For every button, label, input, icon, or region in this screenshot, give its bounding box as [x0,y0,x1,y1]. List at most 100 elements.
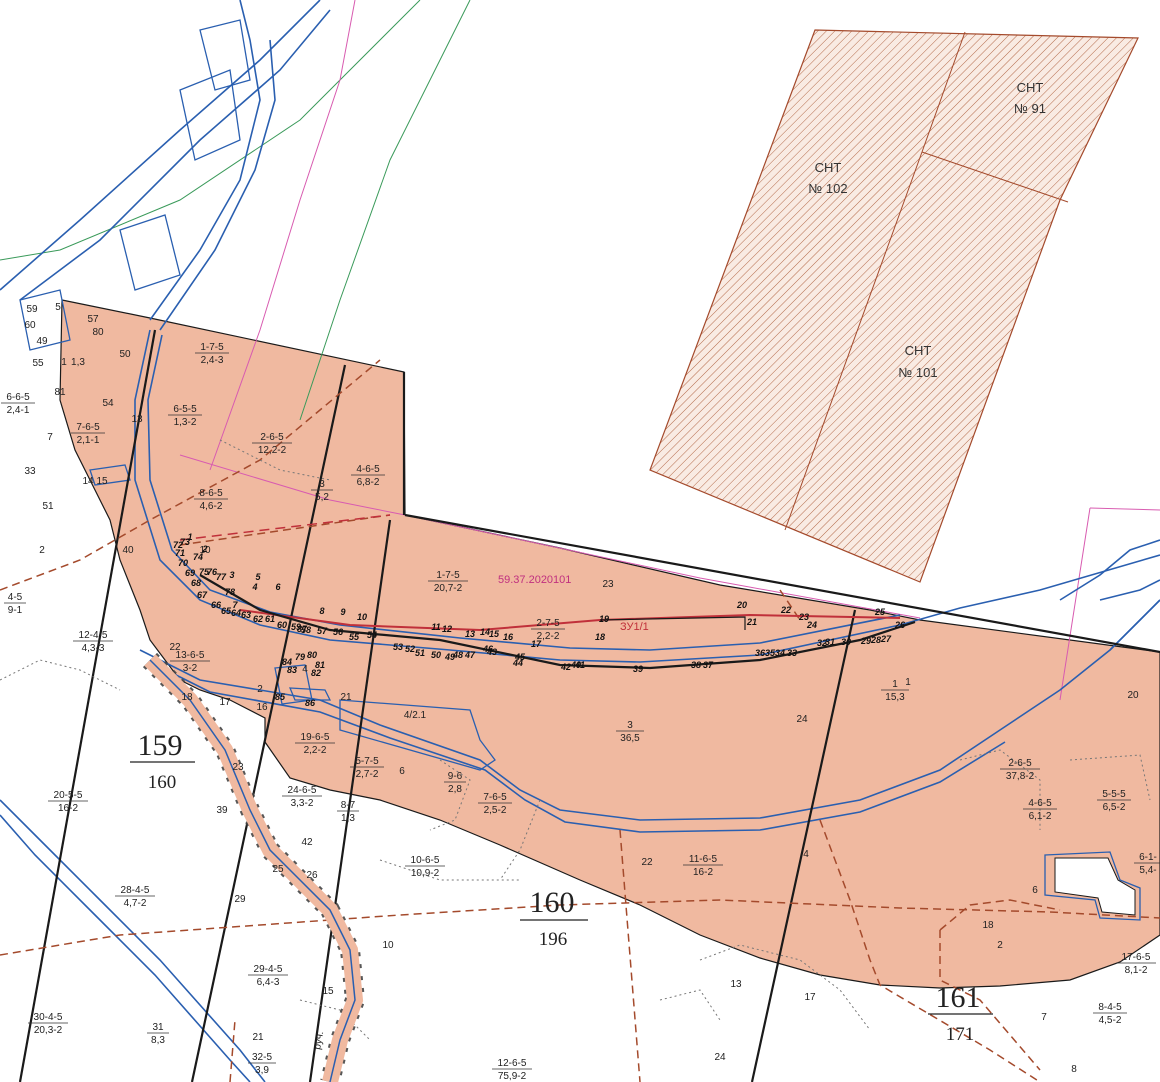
small-number: 18 [181,692,193,703]
boundary-point: 55 [349,632,360,642]
boundary-point: 42 [560,662,571,672]
stand-label: 19-6-52,2-2 [295,732,335,756]
stand-label: 8-4-5 4,5-2 [1093,1002,1127,1026]
stand-label-bottom: 2,4-3 [201,355,224,366]
small-number: 15 [322,986,334,997]
stand-label: 17-6-58,1-2 [1116,952,1156,976]
small-number: 49 [36,336,48,347]
boundary-point: 47 [464,650,476,660]
stand-label-bottom: 6,4-3 [257,977,280,988]
dotted-boundaries [0,439,1151,1041]
boundary-point: 30 [841,637,851,647]
stand-label: 2-6-537,8-2 [1000,758,1040,782]
boundary-point: 54 [367,630,377,640]
small-number: 59 [26,304,38,315]
small-number: 40 [122,545,134,556]
stand-label: 13-6-53-2 [170,650,210,674]
boundary-point: 29 [860,636,871,646]
boundary-point: 23 [798,612,809,622]
stand-label-bottom: 4,5-2 [1099,1015,1122,1026]
stand-label-top: 6-1- [1139,852,1157,863]
snt-hatched-area [649,29,1139,583]
stand-label-bottom: 20,7-2 [434,583,463,594]
boundary-point: 80 [307,650,317,660]
stand-label-bottom: 36,5 [620,733,640,744]
stand-label-top: 1-7-5 [200,342,224,353]
snt-labels: СНТ № 91 СНТ № 102 СНТ № 101 [808,80,1046,380]
small-number: 10 [199,545,211,556]
forest-zone [59,299,1160,989]
stand-label-bottom: 15,3 [885,692,905,703]
stand-label-bottom: 1,3 [341,813,355,824]
boundary-point: 57 [317,626,328,636]
buildings-upper [19,19,1141,921]
boundary-point: 13 [465,629,475,639]
stand-label: 7-6-52,5-2 [478,792,512,816]
boundary-point: 25 [874,607,886,617]
boundary-point: 58 [301,625,311,635]
stand-label-top: 5-5-5 [1102,789,1126,800]
stand-label: 1-7-5 2,4-3 [195,342,229,366]
stand-label-bottom: 6,5-2 [1103,802,1126,813]
boundary-point: 48 [452,650,463,660]
stand-label-bottom: 1,3-2 [174,417,197,428]
boundary-point: 76 [207,567,218,577]
boundary-point: 31 [825,637,835,647]
small-number: 55 [32,358,44,369]
stand-label-top: 6-6-5 [6,392,30,403]
stand-label: 32-5 3,9 [248,1052,276,1076]
small-number: 5 [55,302,61,313]
stand-label-top: 2-7-5 [536,618,560,629]
small-number: 6 [399,766,405,777]
stand-label-bottom: 3-2 [183,663,198,674]
boundary-point: 83 [287,665,297,675]
stand-label-top: 30-4-5 [34,1012,63,1023]
stand-label-top: 3 [319,479,325,490]
small-number: 18 [982,920,994,931]
stand-label-bottom: 3,9 [255,1065,269,1076]
small-number: 1,3 [71,357,85,368]
stand-label-top: 7-6-5 [76,422,100,433]
stand-label-top: 32-5 [252,1052,272,1063]
small-number: 10 [382,940,394,951]
boundary-point: 37 [703,660,714,670]
boundary-point: 79 [295,652,305,662]
plot-label: ЗУ1/1 [620,621,649,633]
boundary-point: 35 [765,648,776,658]
boundary-point: 62 [253,614,263,624]
snt-102-number: № 102 [808,181,847,196]
stand-label: 115,3 [881,679,909,703]
quarter-161-bottom: 171 [946,1024,975,1045]
boundary-point: 1 [187,532,192,542]
boundary-point: 52 [405,644,415,654]
stand-label: 28-4-54,7-2 [115,885,155,909]
boundary-point: 61 [265,614,275,624]
stand-label-top: 12-4-5 [79,630,108,641]
boundary-point: 50 [431,650,441,660]
stand-label: 4-6-56,8-2 [351,464,385,488]
stand-label: 5-7-52,7-2 [350,756,384,780]
stand-label: 12-6-575,9-2 [492,1058,532,1082]
stand-label-bottom: 4,3-3 [82,643,105,654]
stand-label-top: 24-6-5 [288,785,317,796]
boundary-point: 53 [393,642,403,652]
boundary-point: 44 [512,658,523,668]
small-number: 2 [257,684,263,695]
dashed-boundaries [0,359,1160,1082]
boundary-point: 7 [232,600,238,610]
stand-label: 2-6-512,2-2 [252,432,292,456]
stand-label-top: 8-4-5 [1098,1002,1122,1013]
small-number: 4 [803,849,809,860]
quarter-160-bottom: 196 [539,929,568,950]
small-number: 29 [234,894,246,905]
small-number: 15 [96,476,108,487]
boundary-point: 6 [275,582,281,592]
boundary-point: 72 [173,540,183,550]
stand-label-top: 11-6-5 [689,854,718,865]
stand-label: 30-4-520,3-2 [28,1012,68,1036]
stand-label-bottom: 4,6-2 [200,501,223,512]
boundary-point: 87 [297,624,308,634]
stream [142,652,366,1082]
boundary-point: 36 [755,648,766,658]
stand-label: 1-7-520,7-2 [428,570,468,594]
